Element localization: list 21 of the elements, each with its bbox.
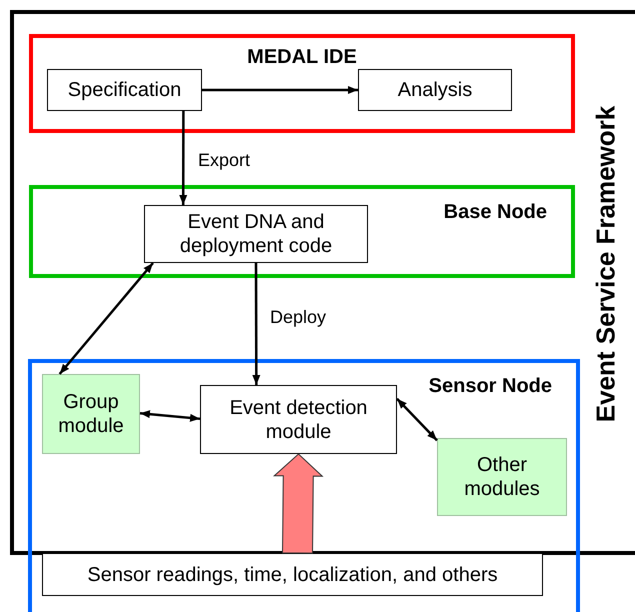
arrow (396, 398, 438, 442)
node-group-frame (29, 34, 575, 133)
process-box: Event DNA and deployment code (144, 205, 368, 263)
group-title: MEDAL IDE (246, 46, 358, 69)
process-box: Specification (47, 69, 202, 111)
module-box: Other modules (437, 438, 567, 516)
arrow (140, 410, 200, 422)
arrow (202, 86, 358, 94)
edge-label: Deploy (268, 307, 328, 328)
block-arrow (273, 453, 324, 554)
process-box: Sensor readings, time, localization, and others (42, 553, 543, 596)
group-title: Base Node (444, 201, 547, 224)
group-title: Sensor Node (428, 375, 552, 398)
module-box: Group module (42, 374, 140, 454)
process-box: Event detection module (200, 385, 397, 454)
arrow (58, 262, 154, 375)
process-box: Analysis (358, 69, 512, 111)
arrow (252, 263, 260, 385)
node-group-frame (29, 185, 575, 278)
framework-title: Event Service Framework (590, 106, 622, 422)
arrow (179, 111, 188, 205)
